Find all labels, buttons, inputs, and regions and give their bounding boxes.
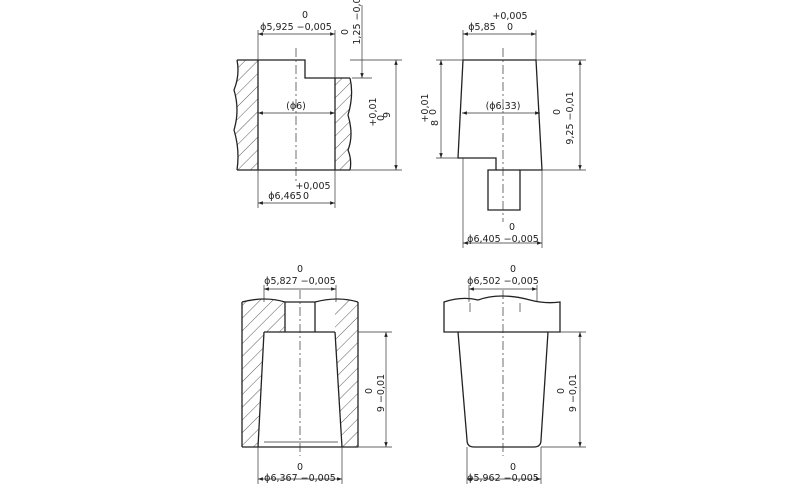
dim-top-tol: 0	[302, 10, 308, 21]
dim-bottom-diameter: ϕ6,465	[268, 191, 301, 202]
dim-top-diameter: ϕ5,827 −0,005	[264, 276, 336, 287]
drawing-bottom-left: 0 ϕ5,827 −0,005 0 9 −0,01 0 ϕ6,367 −0,00…	[241, 264, 392, 484]
dim-height-tol: 0	[556, 388, 567, 394]
dim-top-tol-upper: +0,005	[492, 11, 527, 22]
dim-step-height: 1,25 −0,01	[352, 0, 363, 45]
dim-right-height: 9,25 −0,01	[565, 91, 576, 144]
dim-left-height-tol-lower: 0	[428, 109, 439, 115]
dim-bottom-tol: 0	[510, 462, 516, 473]
dim-right-height-tol: 0	[552, 109, 563, 115]
section-view	[241, 290, 359, 456]
dim-bottom-diameter: ϕ6,367 −0,005	[264, 473, 336, 484]
dim-height-tol: 0	[364, 388, 375, 394]
dim-left-height: 8	[430, 120, 441, 126]
dim-height-tol-lower: 0	[376, 115, 387, 121]
dim-height: 9 −0,01	[568, 374, 579, 412]
dim-height: 9 −0,01	[376, 374, 387, 412]
dim-bottom-tol: 0	[509, 222, 515, 233]
dim-top-tol: 0	[510, 264, 516, 275]
drawing-top-left: 0 ϕ5,925 −0,005 0 1,25 −0,01 (ϕ6) +0,01 …	[233, 0, 402, 208]
dim-top-tol-lower: 0	[507, 22, 513, 33]
dim-bottom-diameter: ϕ5,962 −0,005	[467, 473, 539, 484]
dim-top-diameter: ϕ6,502 −0,005	[467, 276, 539, 287]
dim-bottom-tol: 0	[297, 462, 303, 473]
section-view	[233, 48, 353, 182]
dim-ref-diameter: (ϕ6,33)	[486, 101, 521, 112]
drawing-top-right: +0,005 ϕ5,85 0 (ϕ6,33) +0,01 0 8 0 9,25 …	[420, 11, 586, 248]
dim-top-diameter: ϕ5,925 −0,005	[260, 22, 332, 33]
part-outline	[457, 48, 543, 222]
drawing-bottom-right: 0 ϕ6,502 −0,005 0 9 −0,01 0 ϕ5,962 −0,00…	[443, 264, 586, 484]
dim-step-tol: 0	[340, 29, 351, 35]
part-outline	[443, 290, 561, 456]
dim-bottom-diameter: ϕ6,405 −0,005	[467, 234, 539, 245]
dim-height: 9	[382, 112, 393, 118]
dim-top-diameter: ϕ5,85	[468, 22, 495, 33]
dim-bottom-tol-lower: 0	[303, 191, 309, 202]
dim-left-height-tol-upper: +0,01	[420, 93, 431, 122]
dim-ref-diameter: (ϕ6)	[286, 101, 306, 112]
dim-height-tol-upper: +0,01	[368, 97, 379, 126]
dim-top-tol: 0	[297, 264, 303, 275]
dim-bottom-tol-upper: +0,005	[295, 181, 330, 192]
